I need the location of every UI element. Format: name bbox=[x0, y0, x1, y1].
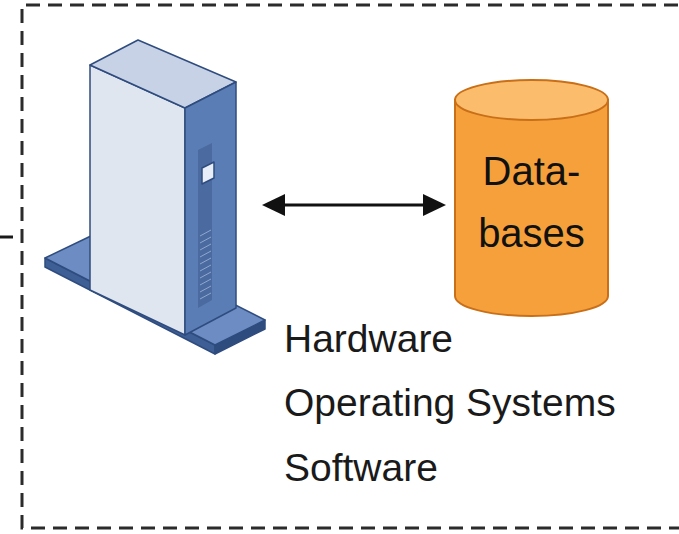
database-cylinder bbox=[453, 78, 610, 318]
database-node: Data- bases bbox=[453, 78, 610, 318]
incoming-line bbox=[0, 236, 13, 239]
server-icon bbox=[45, 40, 265, 354]
component-label: Operating Systems bbox=[284, 381, 616, 426]
node-text: Data- bases bbox=[467, 140, 596, 264]
dashed-boundary bbox=[22, 5, 679, 528]
double-arrow bbox=[262, 194, 446, 216]
component-label: Hardware bbox=[284, 317, 453, 362]
component-label: Software bbox=[284, 446, 438, 491]
